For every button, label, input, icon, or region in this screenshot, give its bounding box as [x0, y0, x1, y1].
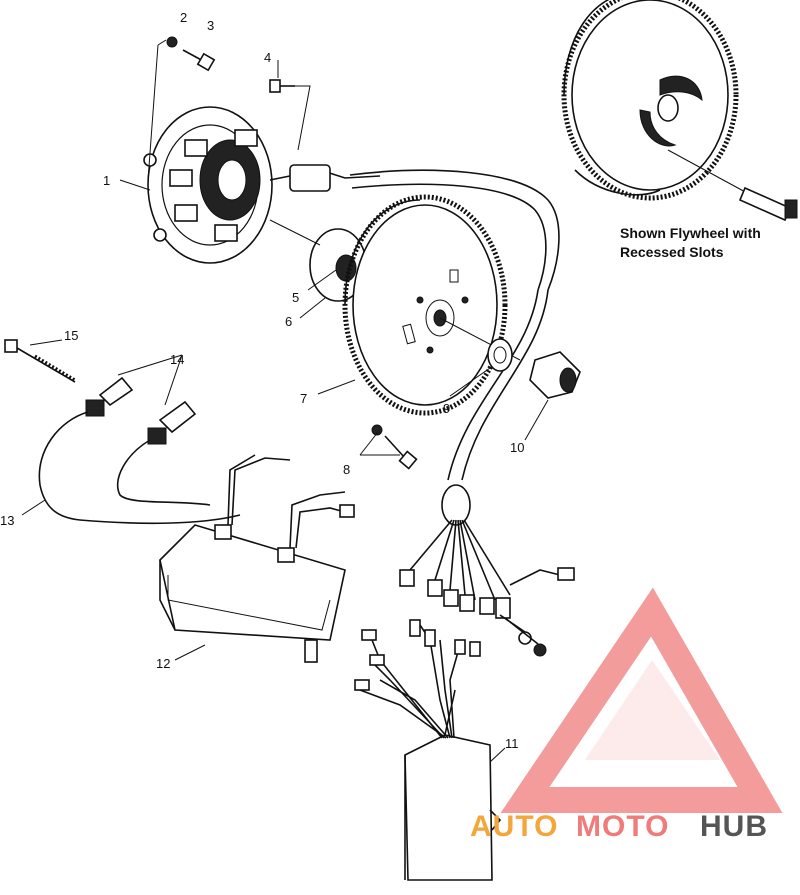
callout-9: 9	[443, 401, 450, 416]
watermark-part-auto: AUTO	[470, 810, 558, 843]
cdi-box	[159, 454, 355, 663]
callout-2: 2	[180, 10, 187, 25]
stator-harness	[269, 164, 560, 526]
harness-connectors	[399, 519, 575, 657]
caption-line-2: Recessed Slots	[620, 244, 724, 260]
screw-4	[269, 79, 311, 151]
seal-ring	[487, 338, 513, 372]
watermark-logo	[500, 587, 783, 813]
callout-1: 1	[103, 173, 110, 188]
callout-12: 12	[156, 656, 170, 671]
washer-2	[166, 36, 178, 48]
flywheel-recessed-slots	[561, 0, 739, 201]
spark-plug-caps	[85, 376, 197, 445]
flywheel-bolt	[667, 149, 798, 222]
callout-6: 6	[285, 314, 292, 329]
callout-8: 8	[343, 462, 350, 477]
callout-5: 5	[292, 290, 299, 305]
callout-10: 10	[510, 440, 524, 455]
caption-line-1: Shown Flywheel with	[620, 225, 761, 241]
screw-8	[371, 424, 418, 470]
watermark-part-hub: HUB	[700, 810, 768, 843]
watermark-part-moto: MOTO	[576, 810, 669, 843]
screw-3	[182, 49, 216, 72]
bolt-15	[4, 339, 76, 383]
callout-14: 14	[170, 352, 184, 367]
flywheel-nut	[529, 351, 581, 399]
callout-3: 3	[207, 18, 214, 33]
stator-assembly	[143, 106, 273, 264]
callout-4: 4	[264, 50, 271, 65]
main-flywheel	[342, 194, 508, 416]
voltage-regulator	[354, 619, 502, 881]
callout-11: 11	[505, 736, 519, 751]
callout-13: 13	[0, 513, 14, 528]
callout-7: 7	[300, 391, 307, 406]
callout-15: 15	[64, 328, 78, 343]
flywheel-hub	[269, 219, 367, 302]
ignition-wires	[38, 411, 241, 525]
watermark-text: AUTO MOTO HUB	[470, 810, 768, 843]
leader-lines	[21, 39, 549, 763]
